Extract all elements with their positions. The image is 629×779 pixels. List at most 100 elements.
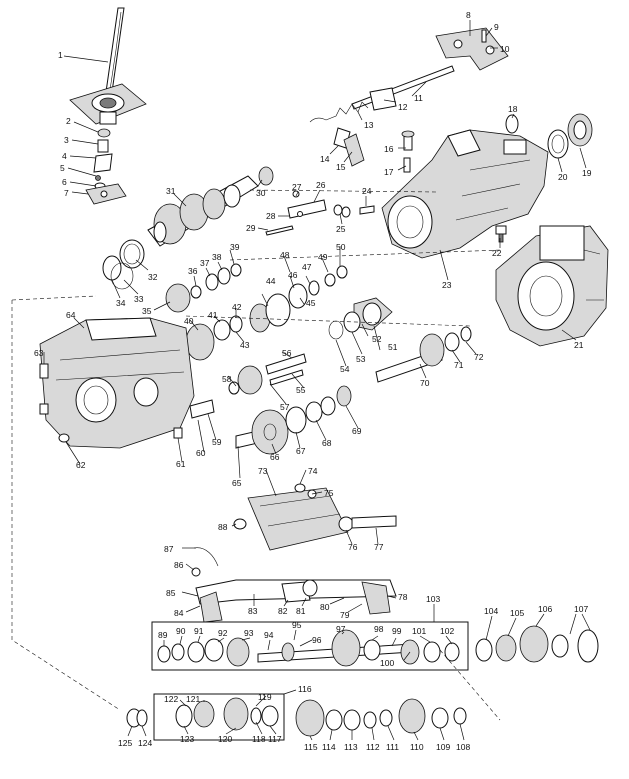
part-label-72: 72 — [474, 352, 484, 362]
part-label-124: 124 — [138, 738, 152, 748]
part-label-105: 105 — [510, 608, 524, 618]
part-label-120: 120 — [218, 734, 232, 744]
part-label-114: 114 — [322, 742, 336, 752]
part-label-96: 96 — [312, 635, 322, 645]
part-label-56: 56 — [282, 348, 292, 358]
input-shaft — [235, 326, 472, 455]
part-label-20: 20 — [558, 172, 568, 182]
part-label-85: 85 — [166, 588, 176, 598]
mainshaft-assembly — [157, 629, 460, 667]
part-label-98: 98 — [374, 624, 384, 634]
part-label-9: 9 — [494, 22, 499, 32]
part-label-73: 73 — [258, 466, 268, 476]
case-small-parts — [39, 363, 215, 443]
part-label-101: 101 — [412, 626, 426, 636]
synchro-box — [153, 693, 285, 741]
plug — [495, 225, 507, 243]
part-label-110: 110 — [410, 742, 424, 752]
part-label-66: 66 — [270, 452, 280, 462]
part-label-87: 87 — [164, 544, 174, 554]
part-label-65: 65 — [232, 478, 242, 488]
part-label-42: 42 — [232, 302, 242, 312]
part-label-15: 15 — [336, 162, 346, 172]
part-label-30: 30 — [256, 188, 266, 198]
part-label-28: 28 — [266, 211, 276, 221]
part-label-40: 40 — [184, 316, 194, 326]
part-label-22: 22 — [492, 248, 502, 258]
part-label-17: 17 — [384, 167, 394, 177]
part-label-74: 74 — [308, 466, 318, 476]
part-label-12: 12 — [398, 102, 408, 112]
part-label-27: 27 — [292, 182, 302, 192]
assembly-guides — [11, 189, 501, 721]
part-label-60: 60 — [196, 448, 206, 458]
output-nut-washer — [126, 708, 148, 728]
part-label-115: 115 — [304, 742, 318, 752]
part-label-32: 32 — [148, 272, 158, 282]
part-label-41: 41 — [208, 310, 218, 320]
part-label-89: 89 — [158, 630, 168, 640]
part-label-95: 95 — [292, 620, 302, 630]
part-label-100: 100 — [380, 658, 394, 668]
part-label-36: 36 — [188, 266, 198, 276]
part-label-44: 44 — [266, 276, 276, 286]
part-label-67: 67 — [296, 446, 306, 456]
part-label-58: 58 — [222, 374, 232, 384]
part-label-18: 18 — [508, 104, 518, 114]
part-label-37: 37 — [200, 258, 210, 268]
part-label-63: 63 — [34, 348, 44, 358]
synchronizer-parts — [165, 263, 348, 361]
part-label-6: 6 — [62, 177, 67, 187]
leader-lines — [43, 20, 591, 741]
part-label-10: 10 — [500, 44, 510, 54]
part-label-77: 77 — [374, 542, 384, 552]
part-label-94: 94 — [264, 630, 274, 640]
part-label-39: 39 — [230, 242, 240, 252]
part-label-50: 50 — [336, 242, 346, 252]
bearing-retainer — [328, 297, 393, 340]
part-label-108: 108 — [456, 742, 470, 752]
part-label-103: 103 — [426, 594, 440, 604]
part-labels: 1 2 3 4 5 6 7 8 9 10 11 12 13 14 15 16 1… — [34, 10, 592, 752]
part-label-97: 97 — [336, 624, 346, 634]
part-label-69: 69 — [352, 426, 362, 436]
part-label-70: 70 — [420, 378, 430, 388]
part-label-13: 13 — [364, 120, 374, 130]
part-label-71: 71 — [454, 360, 464, 370]
part-label-5: 5 — [60, 163, 65, 173]
part-label-8: 8 — [466, 10, 471, 20]
part-label-24: 24 — [362, 186, 372, 196]
part-label-47: 47 — [302, 262, 312, 272]
part-label-53: 53 — [356, 354, 366, 364]
countershaft-cluster — [147, 166, 274, 247]
part-label-90: 90 — [176, 626, 186, 636]
part-label-38: 38 — [212, 252, 222, 262]
part-label-99: 99 — [392, 626, 402, 636]
part-label-64: 64 — [66, 310, 76, 320]
part-label-45: 45 — [306, 298, 316, 308]
part-label-123: 123 — [180, 734, 194, 744]
part-label-75: 75 — [324, 488, 334, 498]
part-label-81: 81 — [296, 606, 306, 616]
part-label-33: 33 — [134, 294, 144, 304]
part-label-1: 1 — [58, 50, 63, 60]
part-label-117: 117 — [268, 734, 282, 744]
part-label-14: 14 — [320, 154, 330, 164]
output-gears — [475, 625, 599, 663]
part-label-4: 4 — [62, 151, 67, 161]
part-label-51: 51 — [388, 342, 398, 352]
top-cover — [247, 483, 397, 551]
shift-forks — [195, 579, 397, 623]
part-label-59: 59 — [212, 437, 222, 447]
part-label-19: 19 — [582, 168, 592, 178]
countershaft — [228, 353, 307, 395]
bottom-row-gears — [295, 698, 467, 737]
reverse-idler-parts — [265, 190, 375, 236]
part-label-106: 106 — [538, 604, 552, 614]
part-label-35: 35 — [142, 306, 152, 316]
spring-assembly — [309, 87, 397, 123]
breather-vent — [401, 130, 415, 173]
part-label-122: 122 — [164, 694, 178, 704]
part-label-118: 118 — [252, 734, 266, 744]
